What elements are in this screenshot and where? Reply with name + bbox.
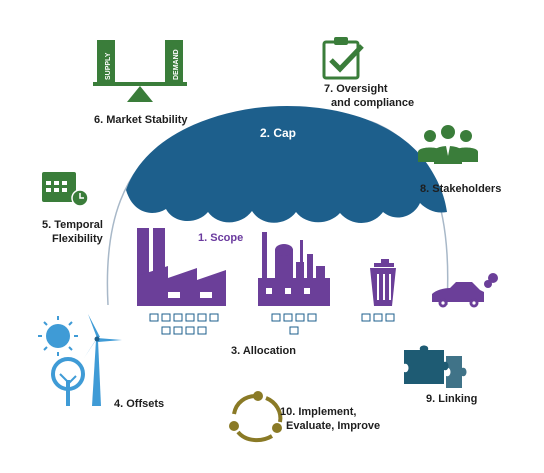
label-temporal-line2: Flexibility <box>52 233 103 245</box>
puzzle-icon <box>404 345 467 388</box>
cycle-dot-top <box>253 391 263 401</box>
label-temporal-line1: 5. Temporal <box>42 219 103 231</box>
label-stakeholders: 8. Stakeholders <box>420 183 502 195</box>
cycle-arrows-icon <box>232 394 283 443</box>
cycle-dot-left <box>229 421 239 431</box>
factory-icon <box>137 228 226 306</box>
people-icon <box>418 125 478 164</box>
label-market-stability: 6. Market Stability <box>94 114 188 126</box>
calendar-icon <box>42 172 89 207</box>
label-scope: 1. Scope <box>198 232 244 244</box>
label-cap: 2. Cap <box>260 126 297 140</box>
supply-label: SUPPLY <box>105 52 112 80</box>
allowance-tokens-icon <box>149 313 395 335</box>
label-offsets: 4. Offsets <box>114 398 165 410</box>
tree-icon <box>51 357 85 406</box>
label-implement-line2: Evaluate, Improve <box>286 420 381 432</box>
cycle-dot-right <box>272 423 282 433</box>
label-oversight-line2: and compliance <box>331 97 415 109</box>
clipboard-check-icon <box>322 37 364 80</box>
balance-scale-icon: SUPPLY DEMAND <box>93 40 187 102</box>
label-implement-line1: 10. Implement, <box>280 406 357 418</box>
wind-turbine-icon <box>84 314 122 406</box>
label-allocation: 3. Allocation <box>231 345 296 357</box>
label-oversight-line1: 7. Oversight <box>324 83 388 95</box>
trash-bin-icon <box>370 259 396 306</box>
demand-label: DEMAND <box>173 49 180 80</box>
car-icon <box>432 273 498 308</box>
refinery-icon <box>258 232 330 306</box>
label-linking: 9. Linking <box>426 393 478 405</box>
sun-icon <box>38 316 78 356</box>
cap-dome <box>126 106 447 224</box>
